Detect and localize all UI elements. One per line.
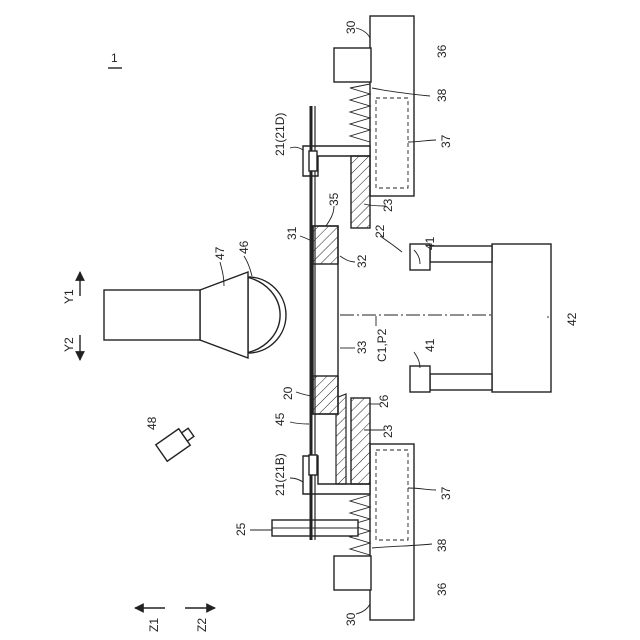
- label-26: 26: [377, 394, 391, 408]
- svg-text:1: 1: [111, 51, 118, 65]
- axis-y2-label: Y2: [62, 337, 76, 352]
- axis-z2-label: Z2: [195, 618, 209, 632]
- arm-bottom: [430, 374, 492, 390]
- label-22: 22: [373, 224, 387, 238]
- holder-top: [303, 16, 414, 228]
- frame-36-top: [370, 16, 414, 196]
- frame-36-bottom: [370, 444, 414, 620]
- label-36-bottom: 36: [435, 582, 449, 596]
- body-47: [104, 290, 200, 340]
- label-36-top: 36: [435, 44, 449, 58]
- label-38-top: 38: [435, 88, 449, 102]
- label-41-top: 41: [423, 236, 437, 250]
- label-23-bottom: 23: [381, 424, 395, 438]
- label-21d: 21(21D): [273, 113, 287, 156]
- robot-42: [410, 244, 551, 392]
- stage: [313, 226, 338, 414]
- label-48: 48: [145, 416, 159, 430]
- spring-38-top: [350, 84, 370, 142]
- label-45: 45: [273, 412, 287, 426]
- axis-z1-label: Z1: [147, 618, 161, 632]
- block-30-bottom: [334, 556, 371, 590]
- label-23-top: 23: [381, 198, 395, 212]
- camera: [104, 272, 286, 358]
- label-30-bottom: 30: [344, 612, 358, 626]
- label-37-bottom: 37: [439, 486, 453, 500]
- label-42: 42: [565, 312, 579, 326]
- label-46: 46: [237, 240, 251, 254]
- label-31: 31: [285, 226, 299, 240]
- direction-y: Y1 Y2: [62, 272, 80, 360]
- label-47: 47: [213, 246, 227, 260]
- axis-y1-label: Y1: [62, 289, 76, 304]
- arm-top: [430, 246, 492, 262]
- label-21b: 21(21B): [273, 453, 287, 496]
- direction-z: Z1 Z2: [135, 608, 215, 632]
- camera-48: [156, 424, 197, 461]
- label-35: 35: [327, 192, 341, 206]
- label-37-top: 37: [439, 134, 453, 148]
- damper-23-top: [351, 156, 370, 228]
- pad-32-top: [313, 226, 338, 264]
- label-41-bottom: 41: [423, 338, 437, 352]
- block-30-top: [334, 48, 371, 82]
- damper-23-bottom: [351, 398, 370, 484]
- base-42: [492, 244, 551, 392]
- label-30-top: 30: [344, 20, 358, 34]
- label-33: 33: [355, 340, 369, 354]
- pad-32-bottom: [313, 376, 338, 414]
- figure-number: 1: [108, 51, 122, 68]
- label-38-bottom: 38: [435, 538, 449, 552]
- label-center: C1,P2: [375, 328, 389, 362]
- gripper-41-bottom: [410, 366, 430, 392]
- label-32: 32: [355, 254, 369, 268]
- label-20: 20: [281, 386, 295, 400]
- label-25: 25: [234, 522, 248, 536]
